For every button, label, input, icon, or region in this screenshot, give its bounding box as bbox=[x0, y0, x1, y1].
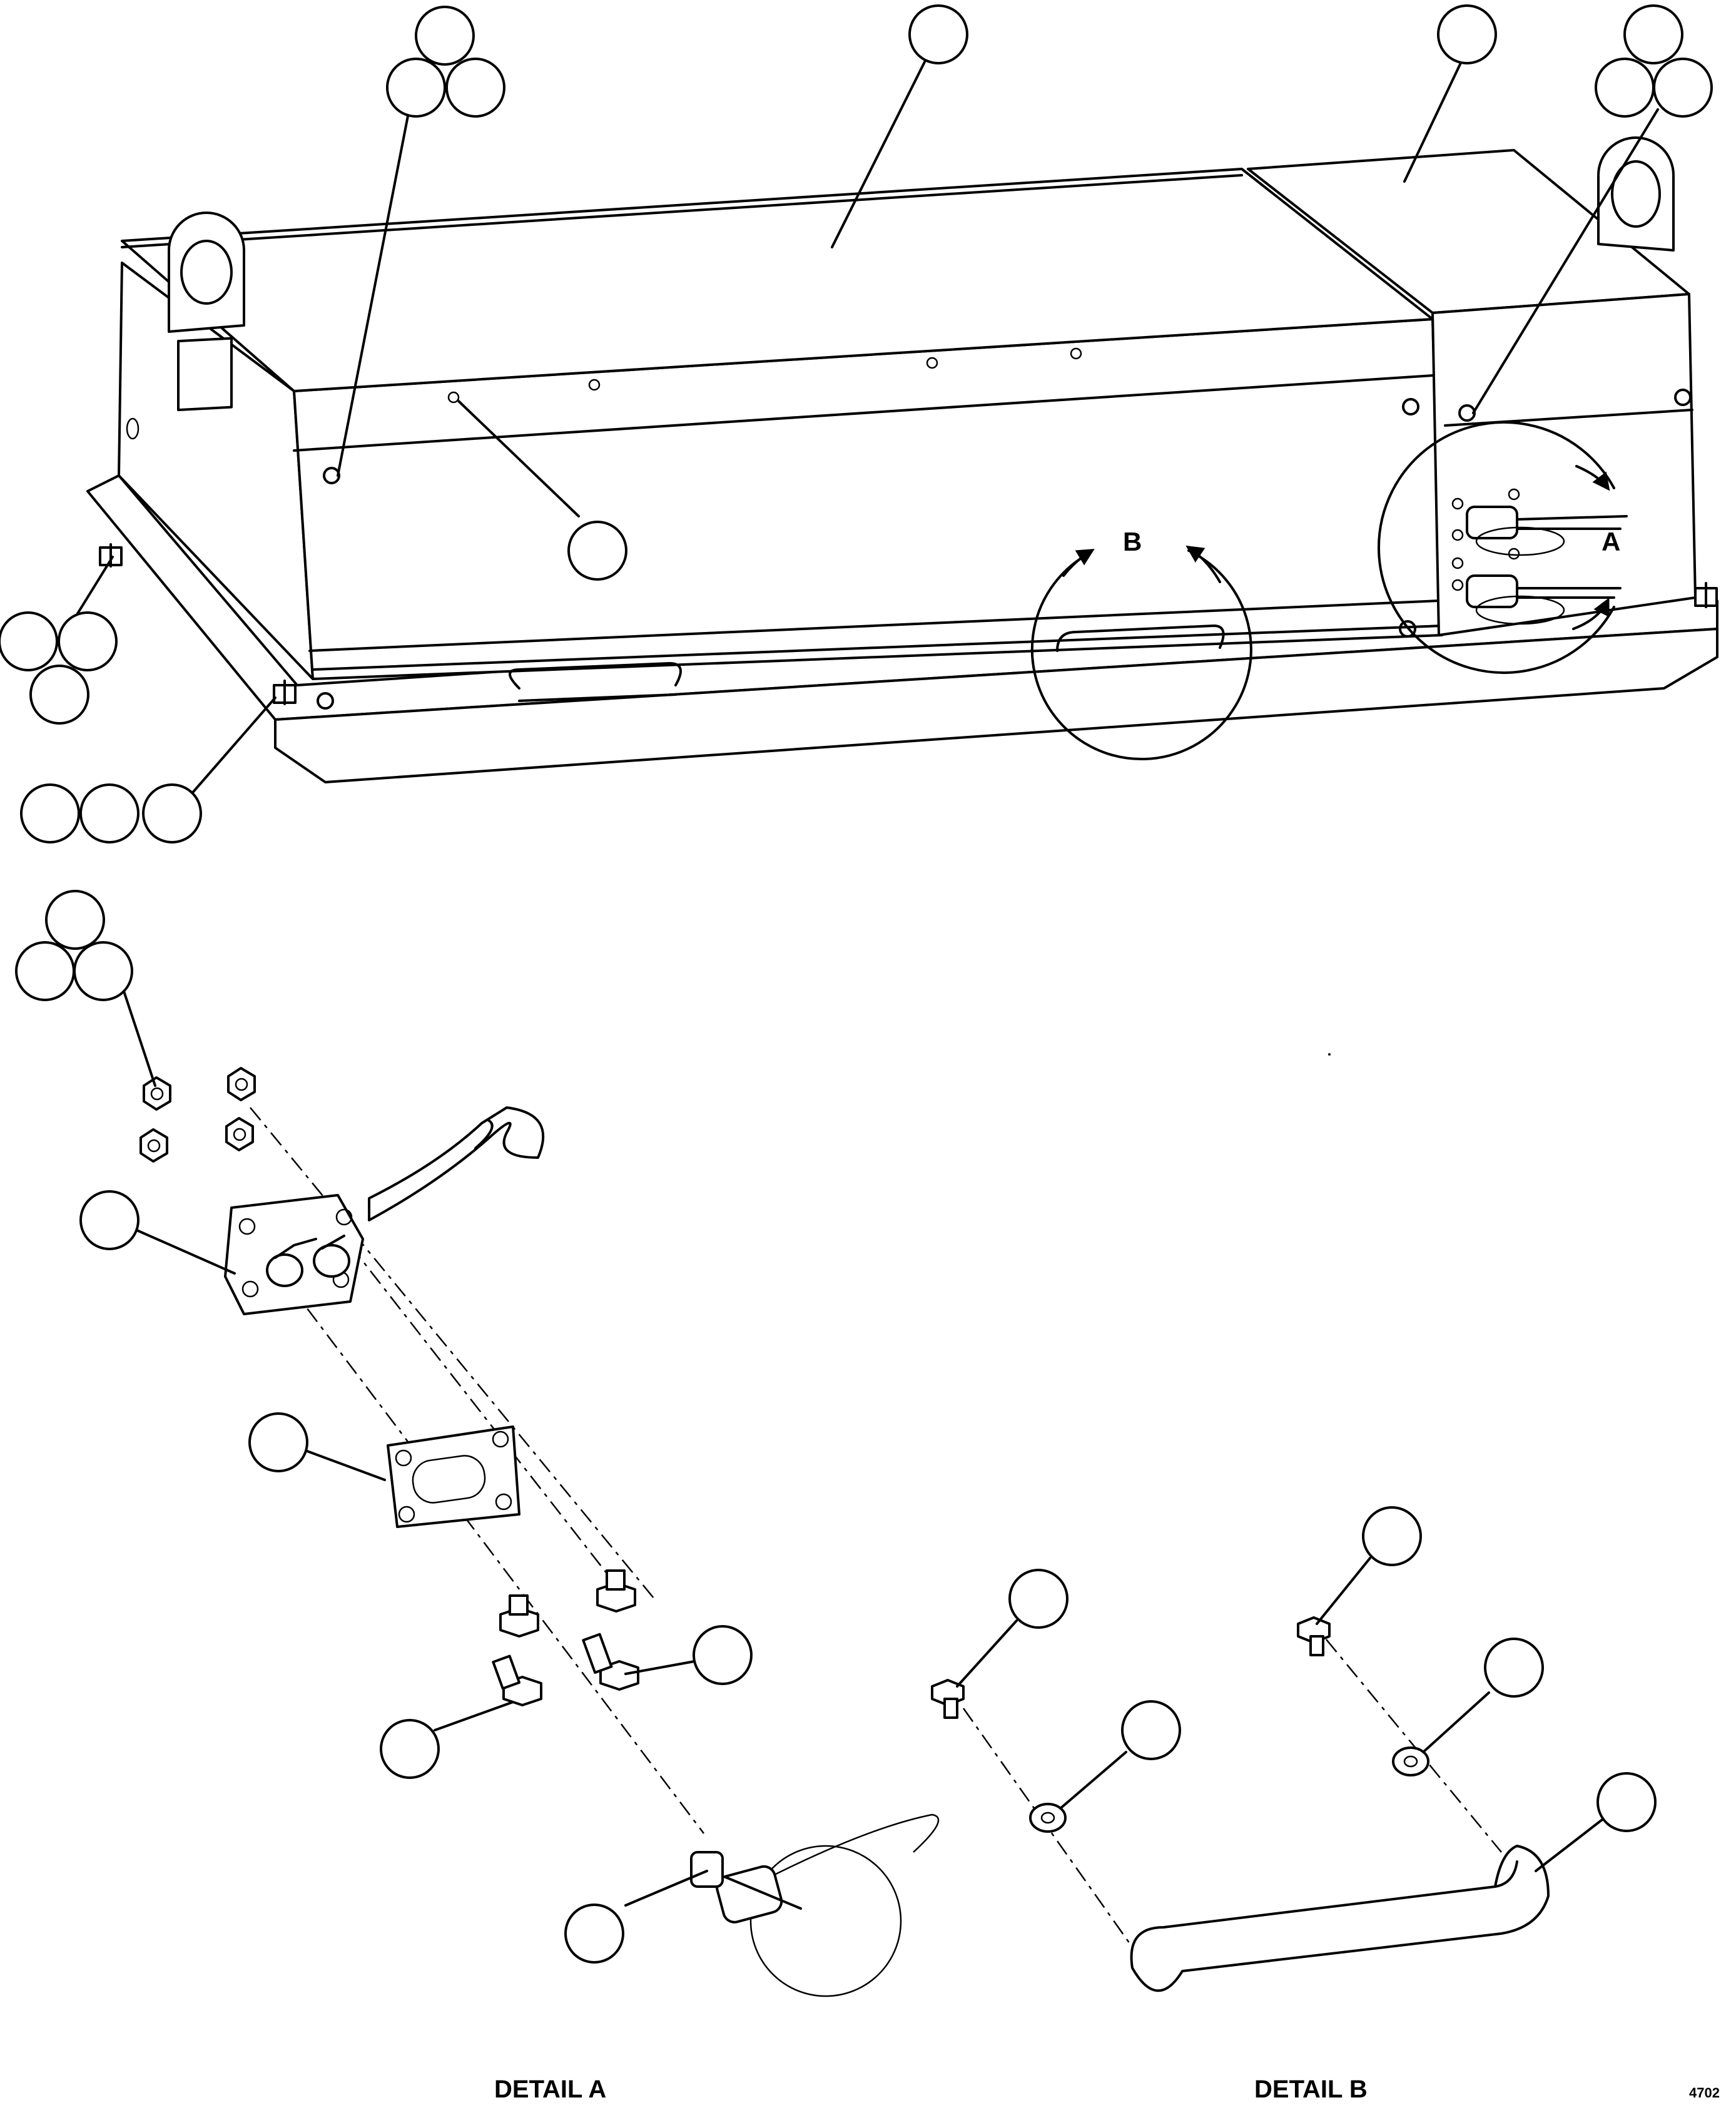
main-assembly bbox=[86, 136, 1718, 783]
connector-upper bbox=[1466, 506, 1628, 556]
washer-right bbox=[1392, 1746, 1429, 1776]
screw-head bbox=[317, 692, 334, 710]
nut bbox=[225, 1117, 254, 1151]
bolt bbox=[596, 1569, 636, 1613]
callouts-main bbox=[0, 4, 1713, 843]
nut bbox=[227, 1067, 256, 1101]
screw-head bbox=[1674, 389, 1692, 406]
flange-connector bbox=[224, 1106, 545, 1315]
handle bbox=[1130, 1845, 1550, 1992]
washer-left bbox=[1029, 1803, 1067, 1833]
corner-bolt-left bbox=[99, 543, 123, 568]
hole bbox=[1070, 347, 1082, 360]
gasket bbox=[387, 1425, 520, 1528]
lid-hinge bbox=[121, 174, 1243, 248]
screw-head bbox=[1402, 398, 1419, 415]
detail-a: DETAIL A bbox=[15, 890, 940, 2103]
nut bbox=[140, 1128, 168, 1163]
detail-marker-a: A bbox=[1601, 527, 1620, 556]
dust-cap bbox=[690, 1813, 940, 1997]
caption-detail-a: DETAIL A bbox=[494, 2076, 606, 2103]
sheet-number: 4702 bbox=[1689, 2085, 1720, 2101]
screw-right bbox=[1297, 1616, 1331, 1656]
bolt bbox=[499, 1594, 539, 1638]
bolt bbox=[492, 1654, 542, 1706]
corner-bolt-front bbox=[273, 680, 297, 705]
lifting-eye-right bbox=[1597, 136, 1675, 252]
screw-left bbox=[931, 1679, 965, 1719]
nut bbox=[143, 1076, 171, 1111]
hole bbox=[926, 357, 938, 369]
detail-circle-b: B bbox=[1030, 527, 1252, 761]
hole bbox=[588, 379, 601, 391]
main-handle bbox=[509, 662, 682, 690]
hole bbox=[126, 417, 140, 440]
hole bbox=[447, 391, 460, 404]
corner-bolt-right bbox=[1694, 582, 1718, 608]
lifting-eye-left bbox=[168, 212, 245, 412]
bolt bbox=[582, 1633, 639, 1691]
detail-circle-a: A bbox=[1378, 421, 1620, 674]
base-plate-front bbox=[274, 628, 1718, 783]
detail-b: DETAIL B bbox=[931, 1506, 1657, 2103]
screw-head bbox=[1399, 620, 1416, 638]
caption-detail-b: DETAIL B bbox=[1254, 2076, 1368, 2103]
connector-lower bbox=[1466, 574, 1622, 625]
detail-marker-b: B bbox=[1123, 527, 1142, 556]
